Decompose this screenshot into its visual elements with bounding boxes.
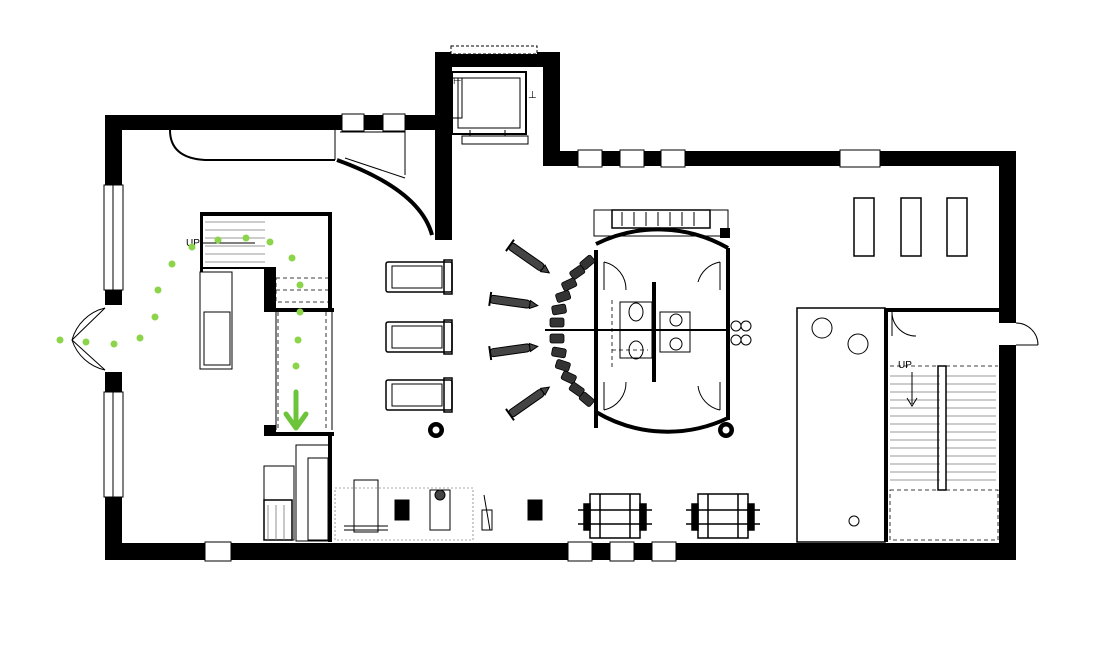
weight-rack xyxy=(686,493,760,539)
treadmill xyxy=(385,259,453,295)
spin-bike xyxy=(505,386,551,421)
weight-rack xyxy=(578,493,652,539)
right-area: UP xyxy=(796,197,1039,543)
round-stools xyxy=(428,422,734,438)
spin-bike xyxy=(488,291,539,310)
elevator: ⊢ ⊥ xyxy=(451,71,537,145)
entry-double-door xyxy=(71,307,106,371)
rowing-machines xyxy=(549,254,596,407)
svg-text:⊢: ⊢ xyxy=(453,76,462,87)
treadmills xyxy=(385,259,453,413)
down-arrow-icon xyxy=(283,389,309,431)
bicycle-icon xyxy=(730,320,752,346)
curved-studio xyxy=(545,209,752,434)
treadmill xyxy=(385,377,453,413)
stair-up-label-left: UP xyxy=(186,238,200,249)
svg-text:⊥: ⊥ xyxy=(528,90,537,101)
stair-up-label-right: UP xyxy=(898,360,912,371)
curved-partition xyxy=(169,129,434,236)
strength-area xyxy=(334,479,760,541)
spin-bike xyxy=(488,342,539,361)
spin-bike xyxy=(505,239,551,274)
treadmill xyxy=(385,319,453,355)
entry-route xyxy=(56,234,304,370)
left-stair-core: UP xyxy=(186,212,334,542)
windows xyxy=(103,45,881,562)
spin-bikes xyxy=(488,239,551,421)
